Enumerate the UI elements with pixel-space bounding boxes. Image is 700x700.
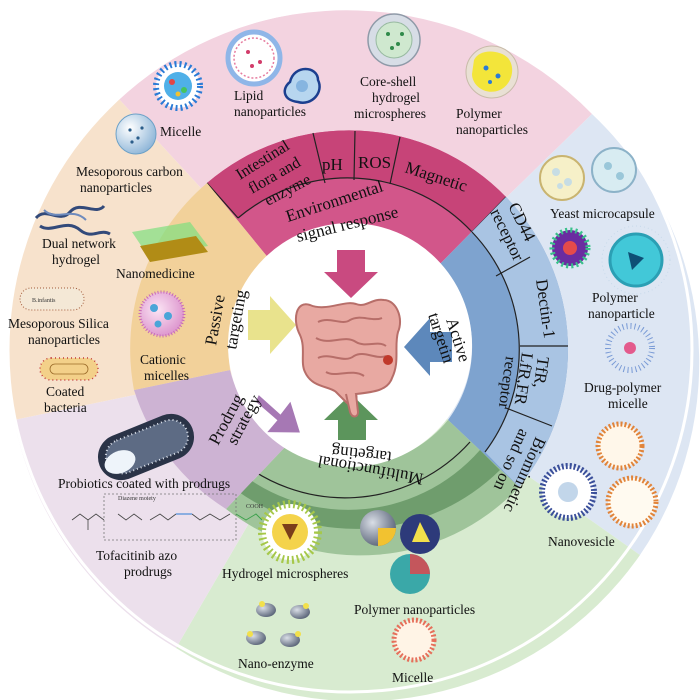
yeast-microcapsule-icon bbox=[539, 147, 637, 201]
active-carriers: Yeast microcapsule Polymer nanoparticle … bbox=[539, 147, 671, 549]
hydrogel-microsphere-icon bbox=[258, 500, 322, 564]
arrow-passive bbox=[248, 296, 296, 354]
label-polymer-active-line1: Polymer bbox=[592, 290, 638, 305]
arrows bbox=[248, 250, 452, 440]
lipid-nanoparticle-icon bbox=[225, 29, 321, 104]
label-mesocarbon-line2: nanoparticles bbox=[80, 180, 152, 195]
env-sub-ph: pH bbox=[322, 155, 343, 174]
label-coated-line2: bacteria bbox=[44, 400, 87, 415]
label-nano-enzyme: Nano-enzyme bbox=[238, 656, 314, 671]
label-cationic-line2: micelles bbox=[144, 368, 189, 383]
label-polymer-env-line1: Polymer bbox=[456, 106, 502, 121]
label-coreshell-line2: hydrogel bbox=[372, 90, 420, 105]
label-yeast: Yeast microcapsule bbox=[550, 206, 655, 221]
env-sub-ros: ROS bbox=[358, 153, 391, 172]
nano-enzyme-icon bbox=[246, 601, 310, 647]
cationic-micelle-icon bbox=[138, 290, 186, 338]
probiotic-capsule-icon bbox=[97, 413, 195, 481]
label-polymer-multi: Polymer nanoparticles bbox=[354, 602, 475, 617]
dual-network-hydrogel-icon bbox=[34, 204, 111, 236]
label-coreshell-line1: Core-shell bbox=[360, 74, 416, 89]
env-carriers: Micelle Lipid nanoparticles Core-shell h… bbox=[153, 13, 528, 139]
diazene-moiety-caption: Diazene moiety bbox=[118, 496, 156, 502]
label-silica-line1: Mesoporous Silica bbox=[8, 316, 109, 331]
polymer-nanoparticle-env-icon bbox=[465, 45, 519, 99]
nanovesicle-icon bbox=[539, 421, 659, 529]
coated-bacteria-icon bbox=[39, 357, 99, 381]
tofacitinib-structure-icon: Diazene moiety COOH bbox=[71, 493, 264, 541]
micelle-icon bbox=[153, 61, 203, 111]
multi-carriers: Hydrogel microspheres Polymer nanopartic… bbox=[222, 500, 475, 685]
intestine-icon bbox=[294, 298, 402, 418]
label-polymer-env-line2: nanoparticles bbox=[456, 122, 528, 137]
label-hydrogel-microspheres: Hydrogel microspheres bbox=[222, 566, 348, 581]
coreshell-hydrogel-icon bbox=[367, 13, 421, 67]
prodrug-ring-band bbox=[134, 370, 286, 509]
label-lipid-line1: Lipid bbox=[234, 88, 263, 103]
label-dual-line2: hydrogel bbox=[52, 252, 100, 267]
mesoporous-silica-icon: B.infantis bbox=[19, 287, 85, 311]
label-probiotics: Probiotics coated with prodrugs bbox=[58, 476, 230, 491]
label-nanomedicine: Nanomedicine bbox=[116, 266, 195, 281]
label-drug-polymer-line2: micelle bbox=[608, 396, 648, 411]
label-polymer-active-line2: nanoparticle bbox=[588, 306, 655, 321]
arrow-active bbox=[404, 318, 452, 376]
label-dual-line1: Dual network bbox=[42, 236, 116, 251]
prodrug-carriers: Probiotics coated with prodrugs Diazene … bbox=[58, 413, 264, 579]
label-binfantis: B.infantis bbox=[32, 297, 56, 304]
cooh-label: COOH bbox=[246, 504, 264, 510]
label-coreshell-line3: microspheres bbox=[354, 106, 426, 121]
label-coated-line1: Coated bbox=[46, 384, 84, 399]
label-lipid-line2: nanoparticles bbox=[234, 104, 306, 119]
label-tofa-line2: prodrugs bbox=[124, 564, 172, 579]
active-sub-tfr: TfR, bbox=[530, 355, 553, 389]
label-silica-line2: nanoparticles bbox=[28, 332, 100, 347]
micelle-multi-icon bbox=[391, 617, 437, 663]
label-nanovesicle: Nanovesicle bbox=[548, 534, 615, 549]
polymer-nanoparticle-multi-icon bbox=[360, 510, 440, 594]
label-drug-polymer-line1: Drug-polymer bbox=[584, 380, 662, 395]
nanomedicine-icon bbox=[132, 222, 208, 262]
arrow-environmental bbox=[324, 250, 378, 298]
label-micelle-multi: Micelle bbox=[392, 670, 433, 685]
mesoporous-carbon-icon bbox=[115, 113, 157, 155]
arrow-multifunctional bbox=[324, 394, 378, 440]
label-mesocarbon-line1: Mesoporous carbon bbox=[76, 164, 183, 179]
label-micelle-env: Micelle bbox=[160, 124, 201, 139]
polymer-nanoparticle-active-icon bbox=[549, 225, 671, 295]
drug-polymer-micelle-icon bbox=[605, 323, 655, 373]
label-cationic-line1: Cationic bbox=[140, 352, 186, 367]
passive-carriers: Mesoporous carbon nanoparticles Dual net… bbox=[8, 113, 208, 415]
label-tofa-line1: Tofacitinib azo bbox=[96, 548, 177, 563]
arrow-prodrug bbox=[255, 395, 300, 433]
